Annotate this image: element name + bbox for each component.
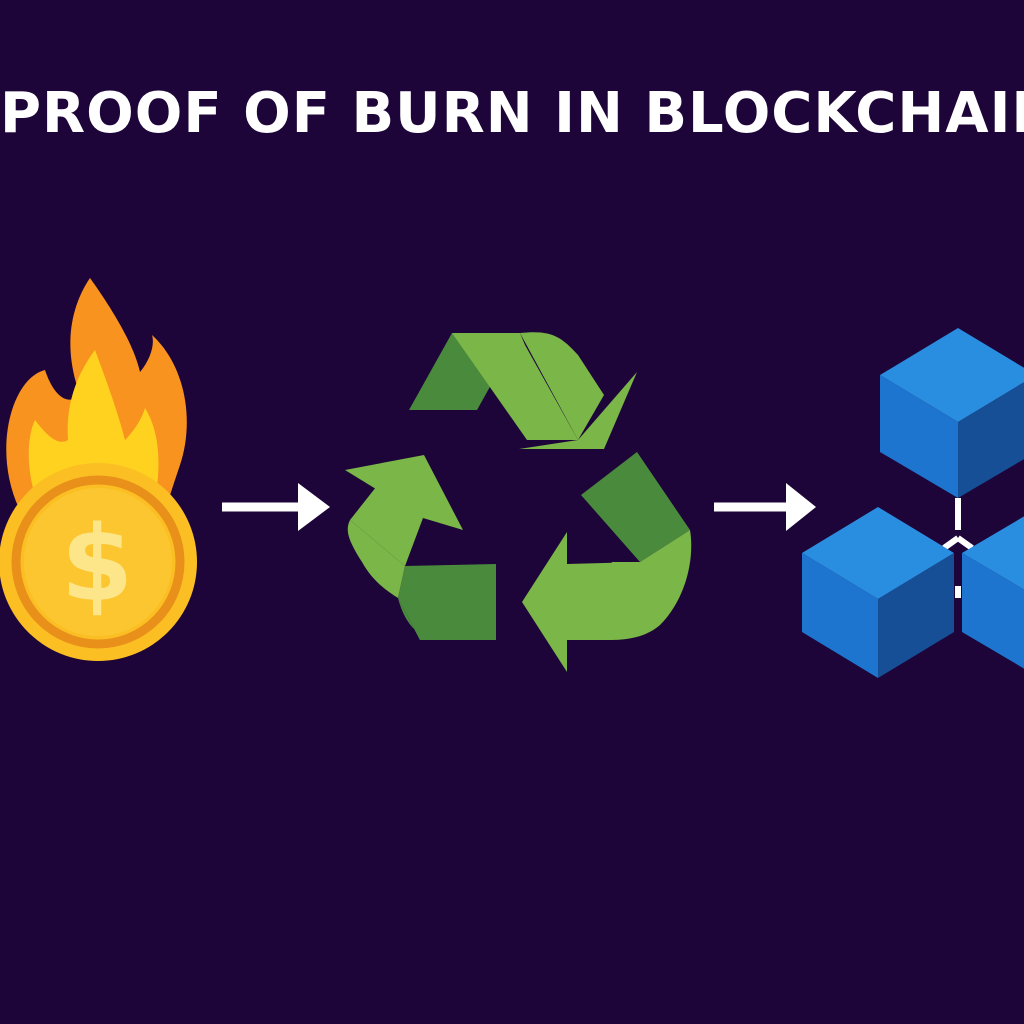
arrow-right-icon	[714, 483, 816, 531]
recycle-icon	[345, 332, 692, 672]
dollar-symbol: $	[61, 503, 133, 625]
page-title: PROOF OF BURN IN BLOCKCHAIN	[0, 81, 1024, 146]
coin-rim	[11, 475, 185, 649]
block-cube-top	[880, 328, 1024, 498]
chain-links	[942, 498, 974, 598]
recycle-arrow-top	[409, 332, 637, 449]
block-cube-left	[802, 507, 954, 678]
arrow-right-icon	[222, 483, 330, 531]
burning-coin-icon: $	[0, 278, 197, 661]
coin-icon: $	[0, 463, 197, 661]
recycle-arrow-left	[345, 455, 496, 640]
block-cube-right	[962, 516, 1024, 669]
blockchain-cubes-icon	[802, 328, 1024, 678]
recycle-arrow-right	[522, 452, 692, 672]
coin-face	[24, 488, 172, 636]
